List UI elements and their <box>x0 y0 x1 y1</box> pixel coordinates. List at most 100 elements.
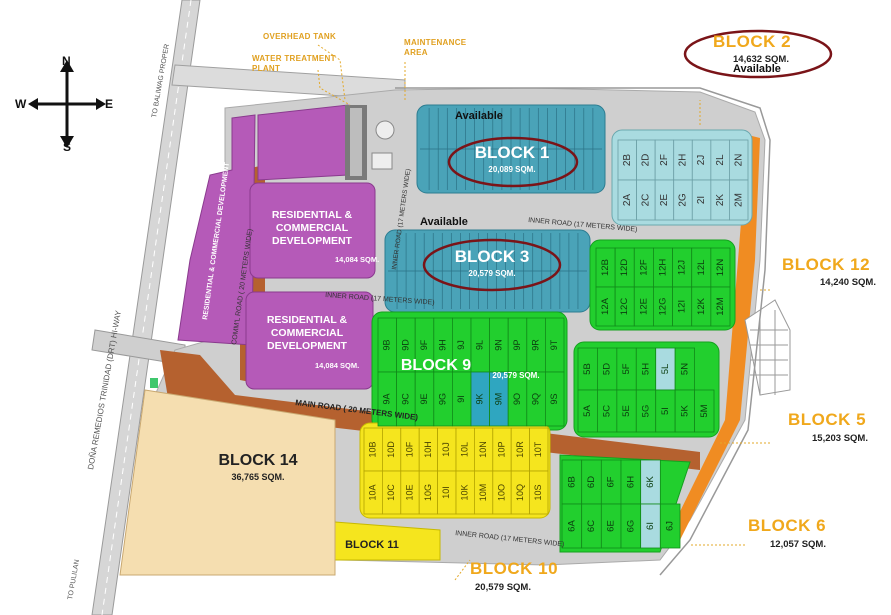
lot-label-10c: 10C <box>386 484 396 501</box>
lot-label-5l: 5L <box>660 364 671 375</box>
res-dev-1-sqm: 14,084 SQM. <box>335 255 379 264</box>
lot-label-2e: 2E <box>659 194 670 207</box>
block-3-sqm: 20,579 SQM. <box>468 269 515 278</box>
lot-label-9n: 9N <box>493 339 503 351</box>
lot-label-5n: 5N <box>679 363 690 375</box>
lot-label-10d: 10D <box>386 441 396 458</box>
lot-label-5h: 5H <box>641 363 652 375</box>
highlight-circle-block-2 <box>683 29 833 79</box>
lot-label-5f: 5F <box>621 363 632 374</box>
lot-label-12c: 12C <box>619 298 630 316</box>
lot-10s[interactable] <box>529 470 549 515</box>
lot-label-2a: 2A <box>622 194 633 207</box>
lot-label-6b: 6B <box>566 476 577 488</box>
lot-label-2c: 2C <box>640 194 651 207</box>
lot-label-6c: 6C <box>586 520 597 532</box>
lot-label-12e: 12E <box>638 298 649 315</box>
block-9-sqm: 20,579 SQM. <box>492 371 539 380</box>
lot-label-9k: 9K <box>475 393 485 404</box>
lot-label-2b: 2B <box>622 154 633 167</box>
lot-label-2d: 2D <box>640 154 651 167</box>
lot-label-12h: 12H <box>658 259 669 277</box>
lot-label-6d: 6D <box>586 476 597 488</box>
lot-label-10t: 10T <box>533 441 543 457</box>
lot-label-2h: 2H <box>678 154 689 167</box>
lot-label-12n: 12N <box>715 259 726 277</box>
highlight-circle-block-3 <box>422 238 562 292</box>
lot-label-9p: 9P <box>512 339 522 350</box>
lot-label-5c: 5C <box>602 405 613 417</box>
lot-label-5e: 5E <box>621 405 632 417</box>
lot-label-10f: 10F <box>404 441 414 457</box>
lot-label-6j: 6J <box>665 521 676 531</box>
lot-label-9r: 9R <box>530 339 540 351</box>
lot-label-9i: 9I <box>456 395 466 403</box>
lot-label-2g: 2G <box>678 193 689 207</box>
lot-label-9s: 9S <box>549 393 559 404</box>
res-dev-1-block <box>249 182 376 279</box>
lot-label-5a: 5A <box>582 405 593 417</box>
lot-label-12i: 12I <box>677 300 688 313</box>
lot-label-10i: 10I <box>441 486 451 499</box>
lot-label-12d: 12D <box>619 259 630 277</box>
block-5-title: BLOCK 5 <box>788 410 867 429</box>
lot-label-10p: 10P <box>496 441 506 457</box>
block-12-sqm: 14,240 SQM. <box>820 277 876 288</box>
lot-6j[interactable] <box>659 503 681 549</box>
res-dev-2-sqm: 14,084 SQM. <box>315 361 359 370</box>
lot-label-9e: 9E <box>419 393 429 404</box>
lot-label-2j: 2J <box>696 155 707 166</box>
lot-label-10m: 10M <box>478 484 488 502</box>
block-10-title: BLOCK 10 <box>470 559 559 578</box>
block-12-title: BLOCK 12 <box>782 255 871 274</box>
compass-n: N <box>62 54 71 68</box>
block-14-area <box>119 389 336 576</box>
main-road-band <box>160 350 700 470</box>
block-3-title: BLOCK 3 <box>455 247 530 266</box>
lot-12m[interactable] <box>710 286 731 327</box>
lot-label-6a: 6A <box>566 520 577 532</box>
block-3-status: Available <box>420 216 468 228</box>
lot-label-2k: 2K <box>715 194 726 207</box>
lot-5m[interactable] <box>694 389 715 433</box>
residential-strip <box>177 114 256 346</box>
lot-label-10l: 10L <box>460 442 470 457</box>
lot-label-9h: 9H <box>437 339 447 351</box>
lot-label-9q: 9Q <box>530 393 540 405</box>
block-5-sqm: 15,203 SQM. <box>812 433 868 444</box>
lot-label-9d: 9D <box>400 339 410 351</box>
block-1-status: Available <box>455 110 503 122</box>
lot-label-5i: 5I <box>660 407 671 415</box>
lot-label-12g: 12G <box>658 298 669 316</box>
block-14-title: BLOCK 14 <box>218 452 297 469</box>
lot-label-12j: 12J <box>677 260 688 276</box>
lot-label-12b: 12B <box>600 259 611 276</box>
block-6-sqm: 12,057 SQM. <box>770 539 826 550</box>
purple-top <box>257 104 349 181</box>
lot-label-5g: 5G <box>641 405 652 418</box>
block-9-title: BLOCK 9 <box>401 357 471 374</box>
compass-rose <box>28 60 106 148</box>
label-overhead-tank: OVERHEAD TANK <box>263 32 337 41</box>
lot-label-12f: 12F <box>638 259 649 276</box>
block-14-sqm: 36,765 SQM. <box>231 472 284 482</box>
highlight-circle-block-1 <box>447 136 579 188</box>
lot-label-10h: 10H <box>423 441 433 458</box>
lot-label-10o: 10O <box>496 484 506 501</box>
lot-label-2i: 2I <box>696 196 707 204</box>
lot-label-6g: 6G <box>625 520 636 533</box>
lot-label-2l: 2L <box>715 154 726 166</box>
lot-label-9c: 9C <box>400 393 410 405</box>
lot-label-9j: 9J <box>456 340 466 350</box>
lot-label-10n: 10N <box>478 441 488 458</box>
lot-label-9m: 9M <box>493 393 503 406</box>
lot-9s[interactable] <box>545 371 565 427</box>
perimeter-line <box>395 87 771 576</box>
block-2-title: BLOCK 2 <box>713 32 792 51</box>
lot-label-6f: 6F <box>606 476 617 487</box>
lot-2m[interactable] <box>729 179 749 221</box>
lot-label-6e: 6E <box>606 520 617 532</box>
lot-label-10q: 10Q <box>515 484 525 501</box>
lot-label-10j: 10J <box>441 442 451 457</box>
